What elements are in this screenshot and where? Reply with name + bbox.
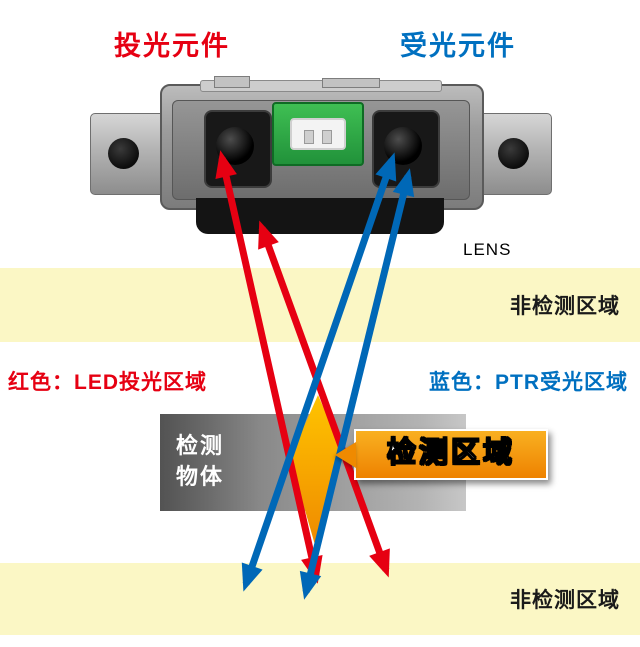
non-detection-zone-bottom: 非检测区域 [0,563,640,635]
emitter-lens-icon [204,110,272,188]
connector-pin [304,130,314,144]
emitter-lens-ring [216,127,254,165]
lens-label: LENS [463,240,512,259]
detection-object-label-line2: 物体 [176,464,225,489]
non-detection-zone-top: 非检测区域 [0,268,640,342]
mounting-tab-left [90,113,170,195]
mounting-hole-right-icon [498,138,529,169]
sensor-top-tab-right [322,78,380,88]
mounting-tab-right [472,113,552,195]
sensor-top-tab-left [214,76,250,88]
detection-object-label: 检测 物体 [176,430,224,492]
non-detection-zone-top-label: 非检测区域 [510,295,620,318]
connector-socket [290,118,346,150]
detection-area-label: 检测区域 [386,436,515,469]
connector-pin [322,130,332,144]
connector [272,102,364,166]
blue-beam-right [299,168,415,600]
receiver-label: 受光元件 [400,31,516,61]
non-detection-zone-bottom-label: 非检测区域 [510,589,620,612]
receiver-lens-icon [372,110,440,188]
receiver-lens-ring [384,127,422,165]
mounting-hole-left-icon [108,138,139,169]
detection-area-callout: 检测区域 [354,429,548,480]
legend-blue-reception: 蓝色：PTR受光区域 [429,371,628,394]
sensor-underside [196,198,444,234]
emitter-label: 投光元件 [114,31,230,61]
sensor-top-step [200,80,442,92]
detection-object-label-line1: 检测 [176,433,225,458]
legend-red-emission: 红色：LED投光区域 [8,371,207,394]
